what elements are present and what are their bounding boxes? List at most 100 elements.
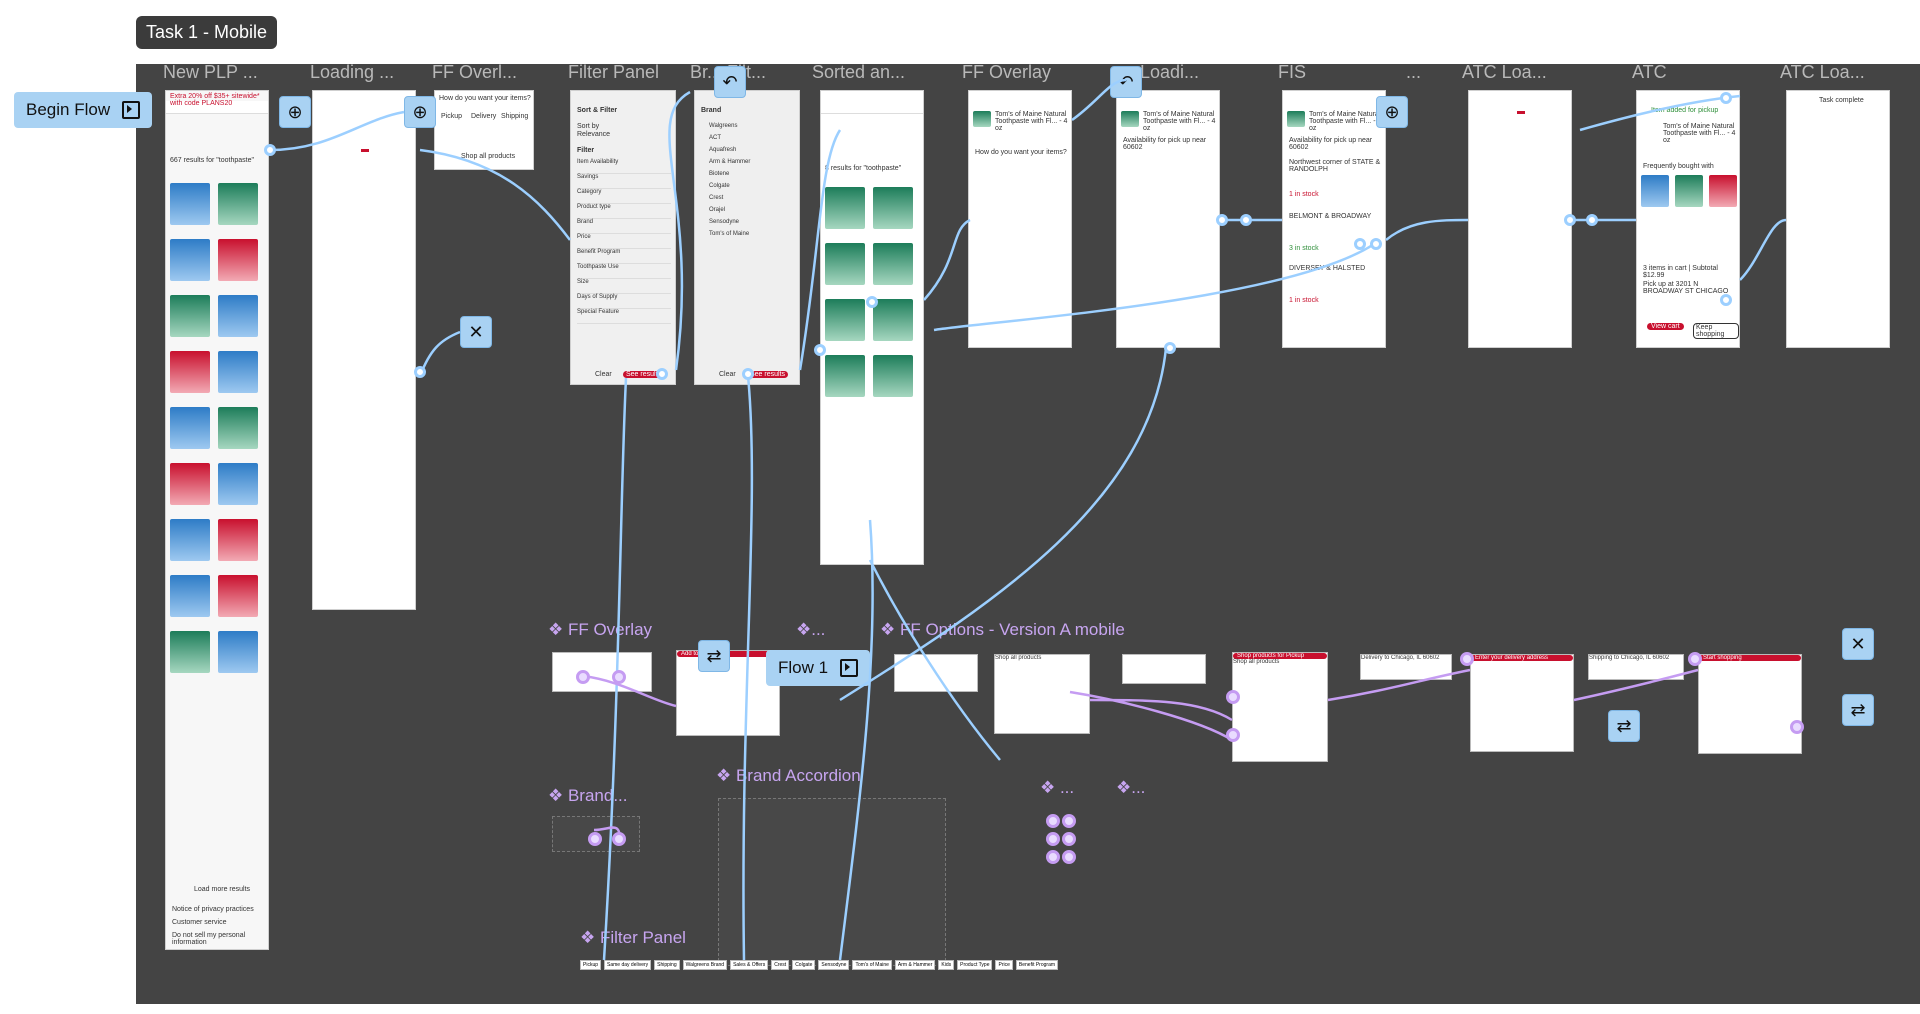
filter-chip[interactable]: Shipping [654,960,680,970]
connector-dot[interactable] [1354,238,1366,250]
filter-chip[interactable]: Sales & Offers [730,960,769,970]
frame-title-filter-panel[interactable]: Filter Panel [568,62,660,82]
component-connector-dot[interactable] [1062,850,1076,864]
filter-chip[interactable]: Same day delivery [604,960,652,970]
overlay-hotspot-icon[interactable]: ⊕ [1376,96,1408,128]
filter-chip[interactable]: Benefit Program [1015,960,1059,970]
footer-sell-link[interactable]: Do not sell my personal information [172,932,246,946]
connector-dot[interactable] [656,368,668,380]
screen-loading[interactable] [312,90,416,610]
component-delivery-card[interactable]: Enter your delivery address [1470,654,1574,752]
screen-atc[interactable]: Item added for pickup Tom's of Maine Nat… [1636,90,1740,348]
frame-title-loading[interactable]: Loading ... [310,62,395,82]
footer-privacy-link[interactable]: Notice of privacy practices [172,906,254,913]
filter-row[interactable]: Product type [577,204,671,219]
brand-clear-button[interactable]: Clear [719,371,736,378]
view-cart-button[interactable]: View cart [1647,323,1684,330]
enter-address-button[interactable]: Enter your delivery address [1471,655,1573,661]
screen-sorted[interactable]: 8 results for "toothpaste" [820,90,924,565]
connector-dot[interactable] [866,296,878,308]
brand-checkbox-row[interactable]: Biotene [709,171,730,177]
back-arrow-icon[interactable]: ↶ [714,66,746,98]
brand-checkbox-row[interactable]: Sensodyne [709,219,740,225]
frame-title-loading-2[interactable]: Loadi... [1140,62,1200,82]
component-title-brand-accordion[interactable]: ❖ Brand Accordion [716,766,861,785]
component-connector-dot[interactable] [1688,652,1702,666]
filter-row[interactable]: Toothpaste Use [577,264,671,279]
component-connector-dot[interactable] [588,832,602,846]
start-shopping-button[interactable]: Start shopping [1699,655,1801,661]
overlay-hotspot-icon[interactable]: ⊕ [279,96,311,128]
see-results-button[interactable]: See results [623,371,665,378]
filter-row[interactable]: Savings [577,174,671,189]
filter-row[interactable]: Category [577,189,671,204]
component-ff-option-d[interactable]: Shop products for Pickup Shop all produc… [1232,652,1328,762]
component-connector-dot[interactable] [1460,652,1474,666]
connector-dot[interactable] [814,344,826,356]
swap-icon[interactable]: ⇄ [1608,710,1640,742]
footer-customer-link[interactable]: Customer service [172,919,227,926]
component-title-dots[interactable]: ❖... [796,620,826,639]
connector-dot[interactable] [1216,214,1228,226]
ff-pickup-option[interactable]: Pickup [441,113,463,120]
filter-chip[interactable]: Kids [938,960,955,970]
brand-checkbox-row[interactable]: Crest [709,195,724,201]
filter-row[interactable]: Benefit Program [577,249,671,264]
component-connector-dot[interactable] [1062,832,1076,846]
comp-shop-all-button-2[interactable]: Shop all products [1233,659,1280,665]
clear-button[interactable]: Clear [595,371,612,378]
component-connector-dot[interactable] [576,670,590,684]
ff-shipping-option[interactable]: Shipping [501,113,529,120]
connector-dot[interactable] [1720,294,1732,306]
overlay-hotspot-icon[interactable]: ⊕ [404,96,436,128]
component-title-small-1[interactable]: ❖ ... [1040,778,1075,797]
shop-pickup-button[interactable]: Shop products for Pickup [1233,653,1327,659]
connector-dot[interactable] [1164,342,1176,354]
frame-title-atc-loading[interactable]: ATC Loa... [1462,62,1547,82]
screen-task-complete[interactable]: Task complete [1786,90,1890,348]
frame-title-atc-loading-2[interactable]: ATC Loa... [1780,62,1865,82]
frame-title-atc[interactable]: ATC [1632,62,1667,82]
brand-checkbox-row[interactable]: Arm & Hammer [709,159,751,165]
filter-chip[interactable]: Sensodyne [818,960,850,970]
component-shipping-card[interactable]: Start shopping [1698,654,1802,754]
filter-row[interactable]: Special Feature [577,309,671,324]
swap-icon[interactable]: ⇄ [1842,694,1874,726]
component-title-brand[interactable]: ❖ Brand... [548,786,628,805]
connector-dot[interactable] [1240,214,1252,226]
screen-ff-overlay-2[interactable]: Tom's of Maine Natural Toothpaste with F… [968,90,1072,348]
component-connector-dot[interactable] [1046,850,1060,864]
keep-shopping-button[interactable]: Keep shopping [1693,323,1739,339]
screen-atc-loading[interactable] [1468,90,1572,348]
close-icon[interactable]: ✕ [460,316,492,348]
swap-icon[interactable]: ⇄ [698,640,730,672]
filter-row[interactable]: Brand [577,219,671,234]
sort-select[interactable]: Relevance [577,131,611,138]
filter-chip[interactable]: Pickup [580,960,602,970]
component-connector-dot[interactable] [612,832,626,846]
brand-checkbox-row[interactable]: Aquafresh [709,147,737,153]
component-title-small-2[interactable]: ❖... [1116,778,1146,797]
filter-row[interactable]: Price [577,234,671,249]
component-shipping-chip[interactable]: Shipping to Chicago, IL 60602 [1588,654,1684,680]
connector-dot[interactable] [1586,214,1598,226]
component-ff-option-c[interactable] [1122,654,1206,684]
connector-dot[interactable] [264,144,276,156]
connector-dot[interactable] [1370,238,1382,250]
frame-title-dots[interactable]: ... [1406,62,1422,82]
frame-title-sorted[interactable]: Sorted an... [812,62,906,82]
load-more-button[interactable]: Load more results [194,886,251,893]
component-connector-dot[interactable] [1790,720,1804,734]
filter-chip[interactable]: Crest [771,960,790,970]
connector-dot[interactable] [1720,92,1732,104]
frame-title-fis[interactable]: FIS [1278,62,1307,82]
begin-flow-button[interactable]: Begin Flow [14,92,153,128]
filter-chip[interactable]: Price [995,960,1013,970]
frame-title-ff-overlay-2[interactable]: FF Overlay [962,62,1052,82]
component-ff-overlay-small[interactable] [552,652,652,692]
filter-chip[interactable]: Arm & Hammer [894,960,936,970]
brand-checkbox-row[interactable]: Orajel [709,207,726,213]
component-title-ff-overlay[interactable]: ❖ FF Overlay [548,620,653,639]
brand-checkbox-row[interactable]: Colgate [709,183,730,189]
